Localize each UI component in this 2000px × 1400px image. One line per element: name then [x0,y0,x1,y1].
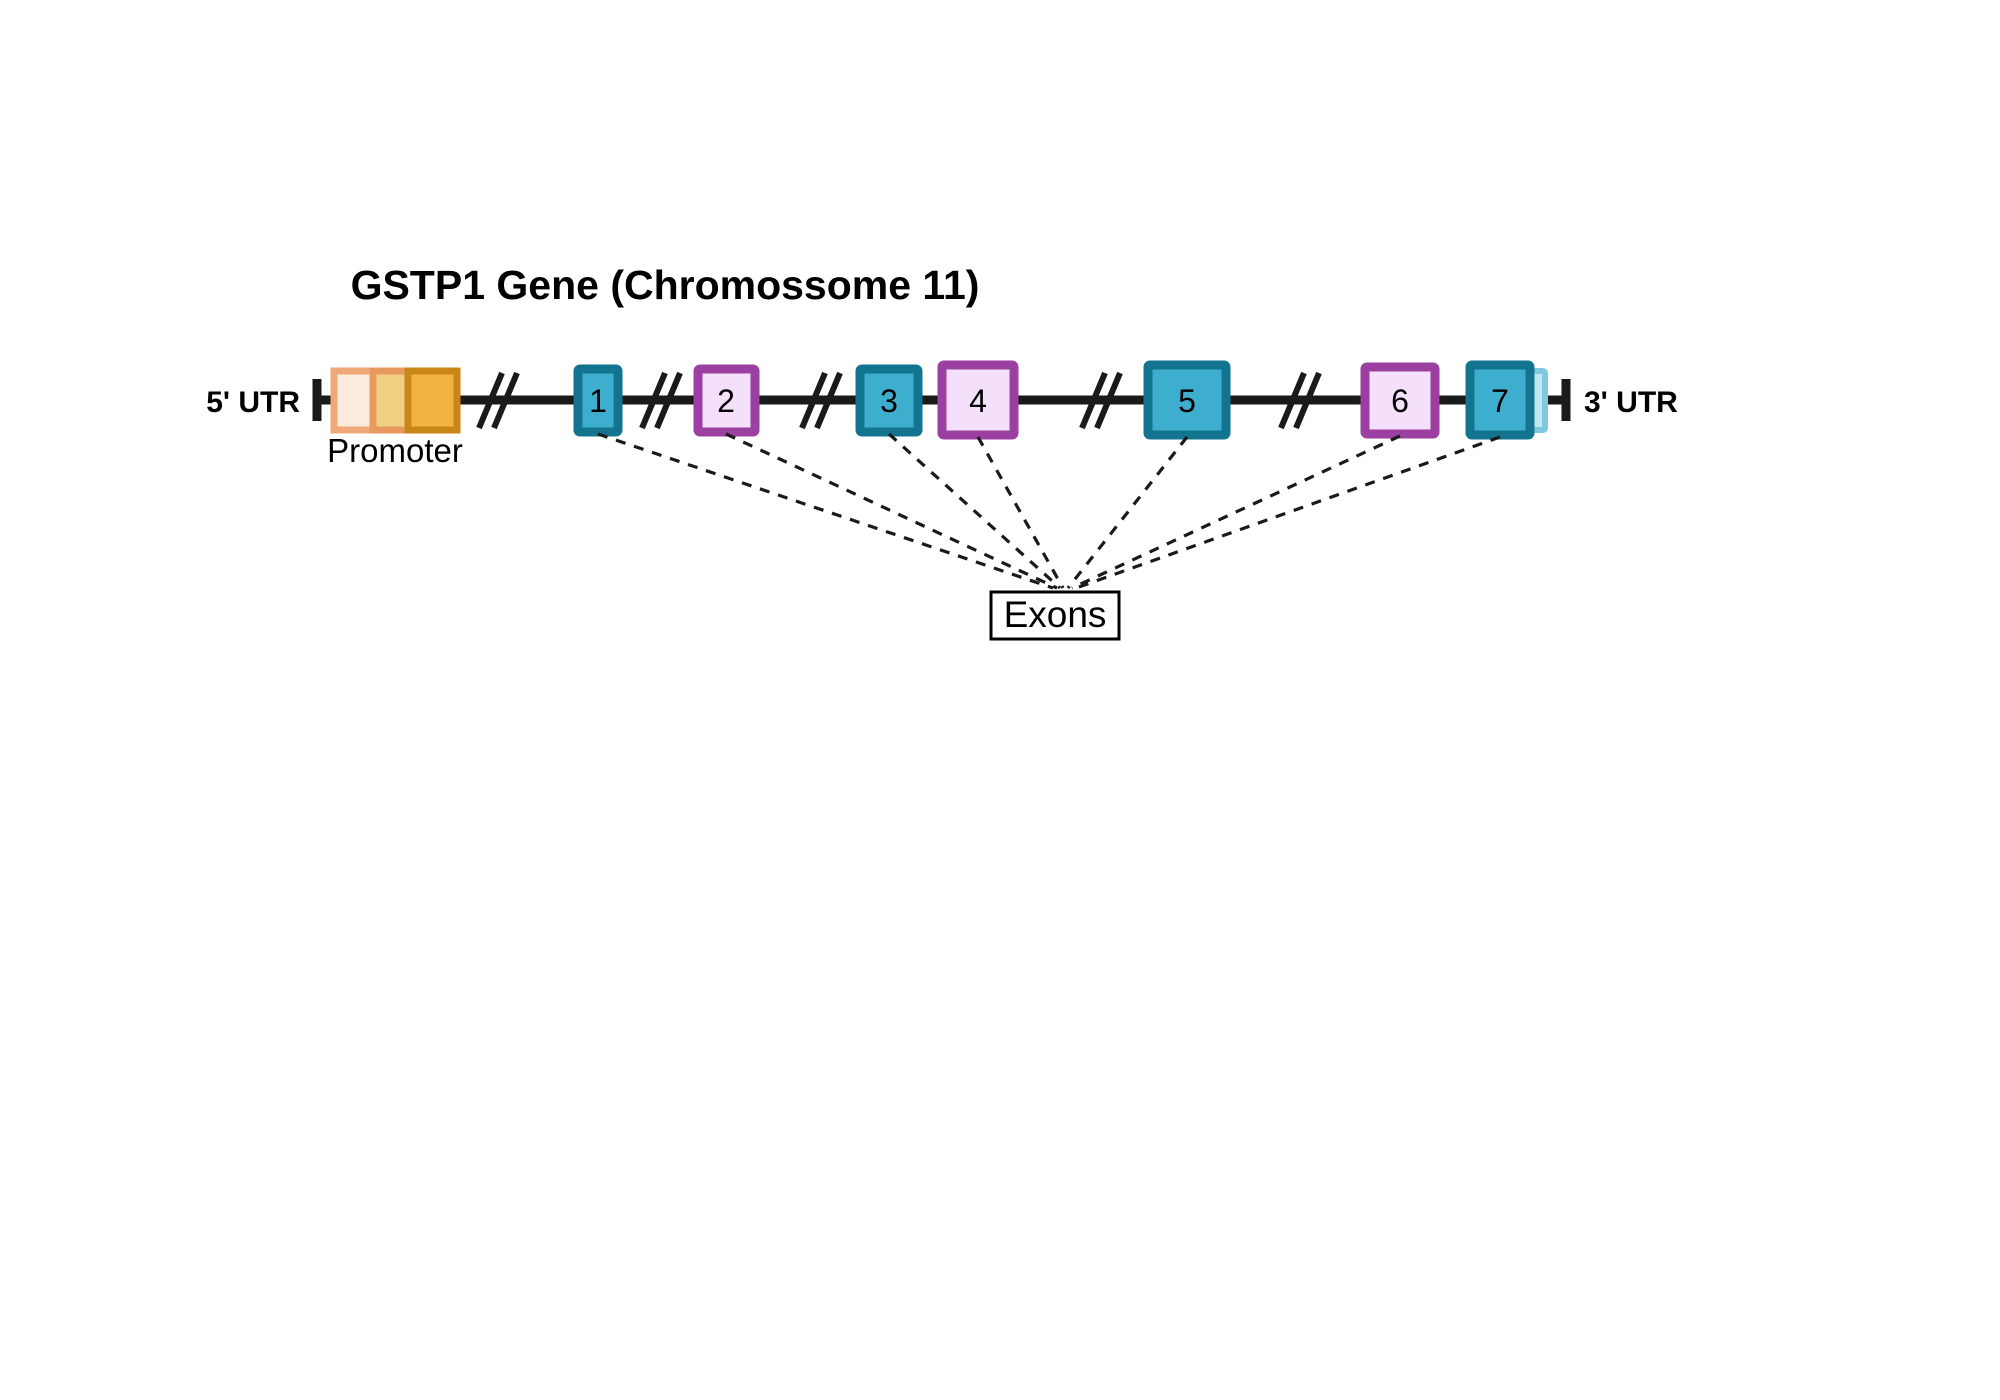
exons-callout-label: Exons [1004,594,1107,635]
exon-5[interactable]: 5 [1143,360,1231,440]
exon-5-box[interactable] [1143,360,1231,440]
exon-6-box[interactable] [1360,362,1440,439]
exon-1-label: 1 [589,383,607,419]
exon-6[interactable]: 6 [1360,362,1440,439]
exons-callout[interactable]: Exons [989,590,1121,641]
exon-3-label: 3 [880,383,898,419]
intron-break-1 [476,371,520,430]
intron-break-3 [799,371,843,430]
three-prime-utr-label: 3' UTR [1584,386,1678,419]
exon-2[interactable]: 2 [693,364,760,437]
exon-boxes[interactable]: 1 2 3 4 5 6 [573,360,1548,440]
leader-exon-3 [887,432,1062,590]
exon-1[interactable]: 1 [573,364,623,437]
exon-6-label: 6 [1391,383,1409,419]
intron-break-2 [639,371,683,430]
promoter-segment-1-box[interactable] [330,367,377,434]
leader-exon-5 [1066,436,1189,589]
exon-7-box[interactable] [1465,360,1535,440]
leader-exon-7 [1075,435,1501,590]
leader-exon-2 [725,432,1058,590]
exon-7-label: 7 [1491,383,1509,419]
promoter-region[interactable] [330,367,461,434]
intron-break-5 [1278,371,1322,430]
promoter-label: Promoter [327,432,463,469]
five-prime-utr-label: 5' UTR [206,386,300,419]
leader-exon-4 [976,436,1065,589]
exon-4[interactable]: 4 [937,360,1019,440]
leader-exon-1 [597,432,1054,590]
exon-7[interactable]: 7 [1465,360,1548,440]
exon-1-box[interactable] [573,364,623,437]
exon-3-box[interactable] [855,364,923,437]
exon-callout-leaders [597,432,1501,590]
intron-break-4 [1079,371,1123,430]
figure-title: GSTP1 Gene (Chromossome 11) [350,262,980,308]
promoter-segment-3-box[interactable] [404,367,461,434]
exon-3[interactable]: 3 [855,364,923,437]
leader-exon-6 [1071,434,1401,590]
exon-4-box[interactable] [937,360,1019,440]
exon-2-label: 2 [717,383,735,419]
exon-4-label: 4 [969,383,987,419]
exons-callout-box[interactable] [989,590,1121,641]
promoter-segment-2-box[interactable] [369,367,412,434]
exon-2-box[interactable] [693,364,760,437]
exon-5-label: 5 [1178,383,1196,419]
intron-break-marks [476,371,1322,430]
